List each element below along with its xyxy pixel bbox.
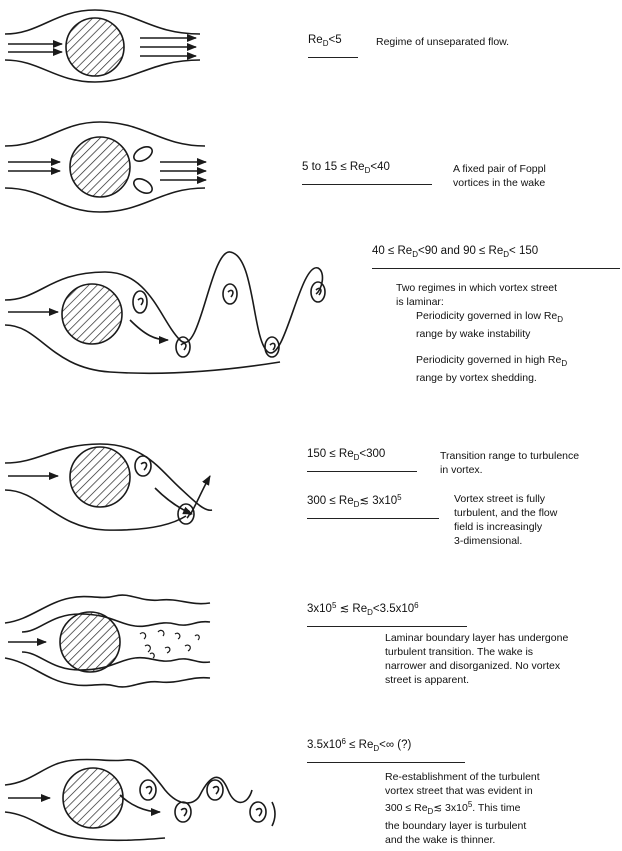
diagram-foppl-vortices xyxy=(5,122,206,212)
diagram-turbulent-vortex-street xyxy=(5,759,275,840)
regime-2-description: A fixed pair of Foppl vortices in the wa… xyxy=(453,162,546,190)
regime-3-low-re-note: Periodicity governed in low ReD xyxy=(396,309,567,327)
regime-4-description: Transition range to turbulence in vortex… xyxy=(440,449,579,477)
regime-4-condition: 150 ≤ ReD<300 xyxy=(307,447,417,472)
diagram-disorganized-wake xyxy=(5,595,210,687)
regime-6-condition: 3x105 ≲ ReD<3.5x106 xyxy=(307,598,467,627)
regime-2-condition: 5 to 15 ≤ ReD<40 xyxy=(302,160,432,185)
regime-1-description: Regime of unseparated flow. xyxy=(376,35,509,49)
diagram-unseparated-flow xyxy=(5,10,200,82)
regime-3-description: Two regimes in which vortex street is la… xyxy=(396,281,567,385)
regime-5-condition: 300 ≤ ReD≲ 3x105 xyxy=(307,490,439,519)
diagram-transition-vortex xyxy=(5,444,212,530)
regime-3-condition: 40 ≤ ReD<90 and 90 ≤ ReD< 150 xyxy=(372,244,620,269)
regime-1-condition: ReD<5 xyxy=(308,33,358,58)
regime-7-condition: 3.5x106 ≤ ReD<∞ (?) xyxy=(307,734,465,763)
regime-3-high-re-note: Periodicity governed in high ReD xyxy=(396,353,567,371)
regime-5-description: Vortex street is fully turbulent, and th… xyxy=(454,492,557,548)
regime-6-description: Laminar boundary layer has undergone tur… xyxy=(385,631,568,687)
diagram-laminar-vortex-street xyxy=(5,252,325,373)
regime-7-description: Re-establishment of the turbulent vortex… xyxy=(385,770,540,847)
